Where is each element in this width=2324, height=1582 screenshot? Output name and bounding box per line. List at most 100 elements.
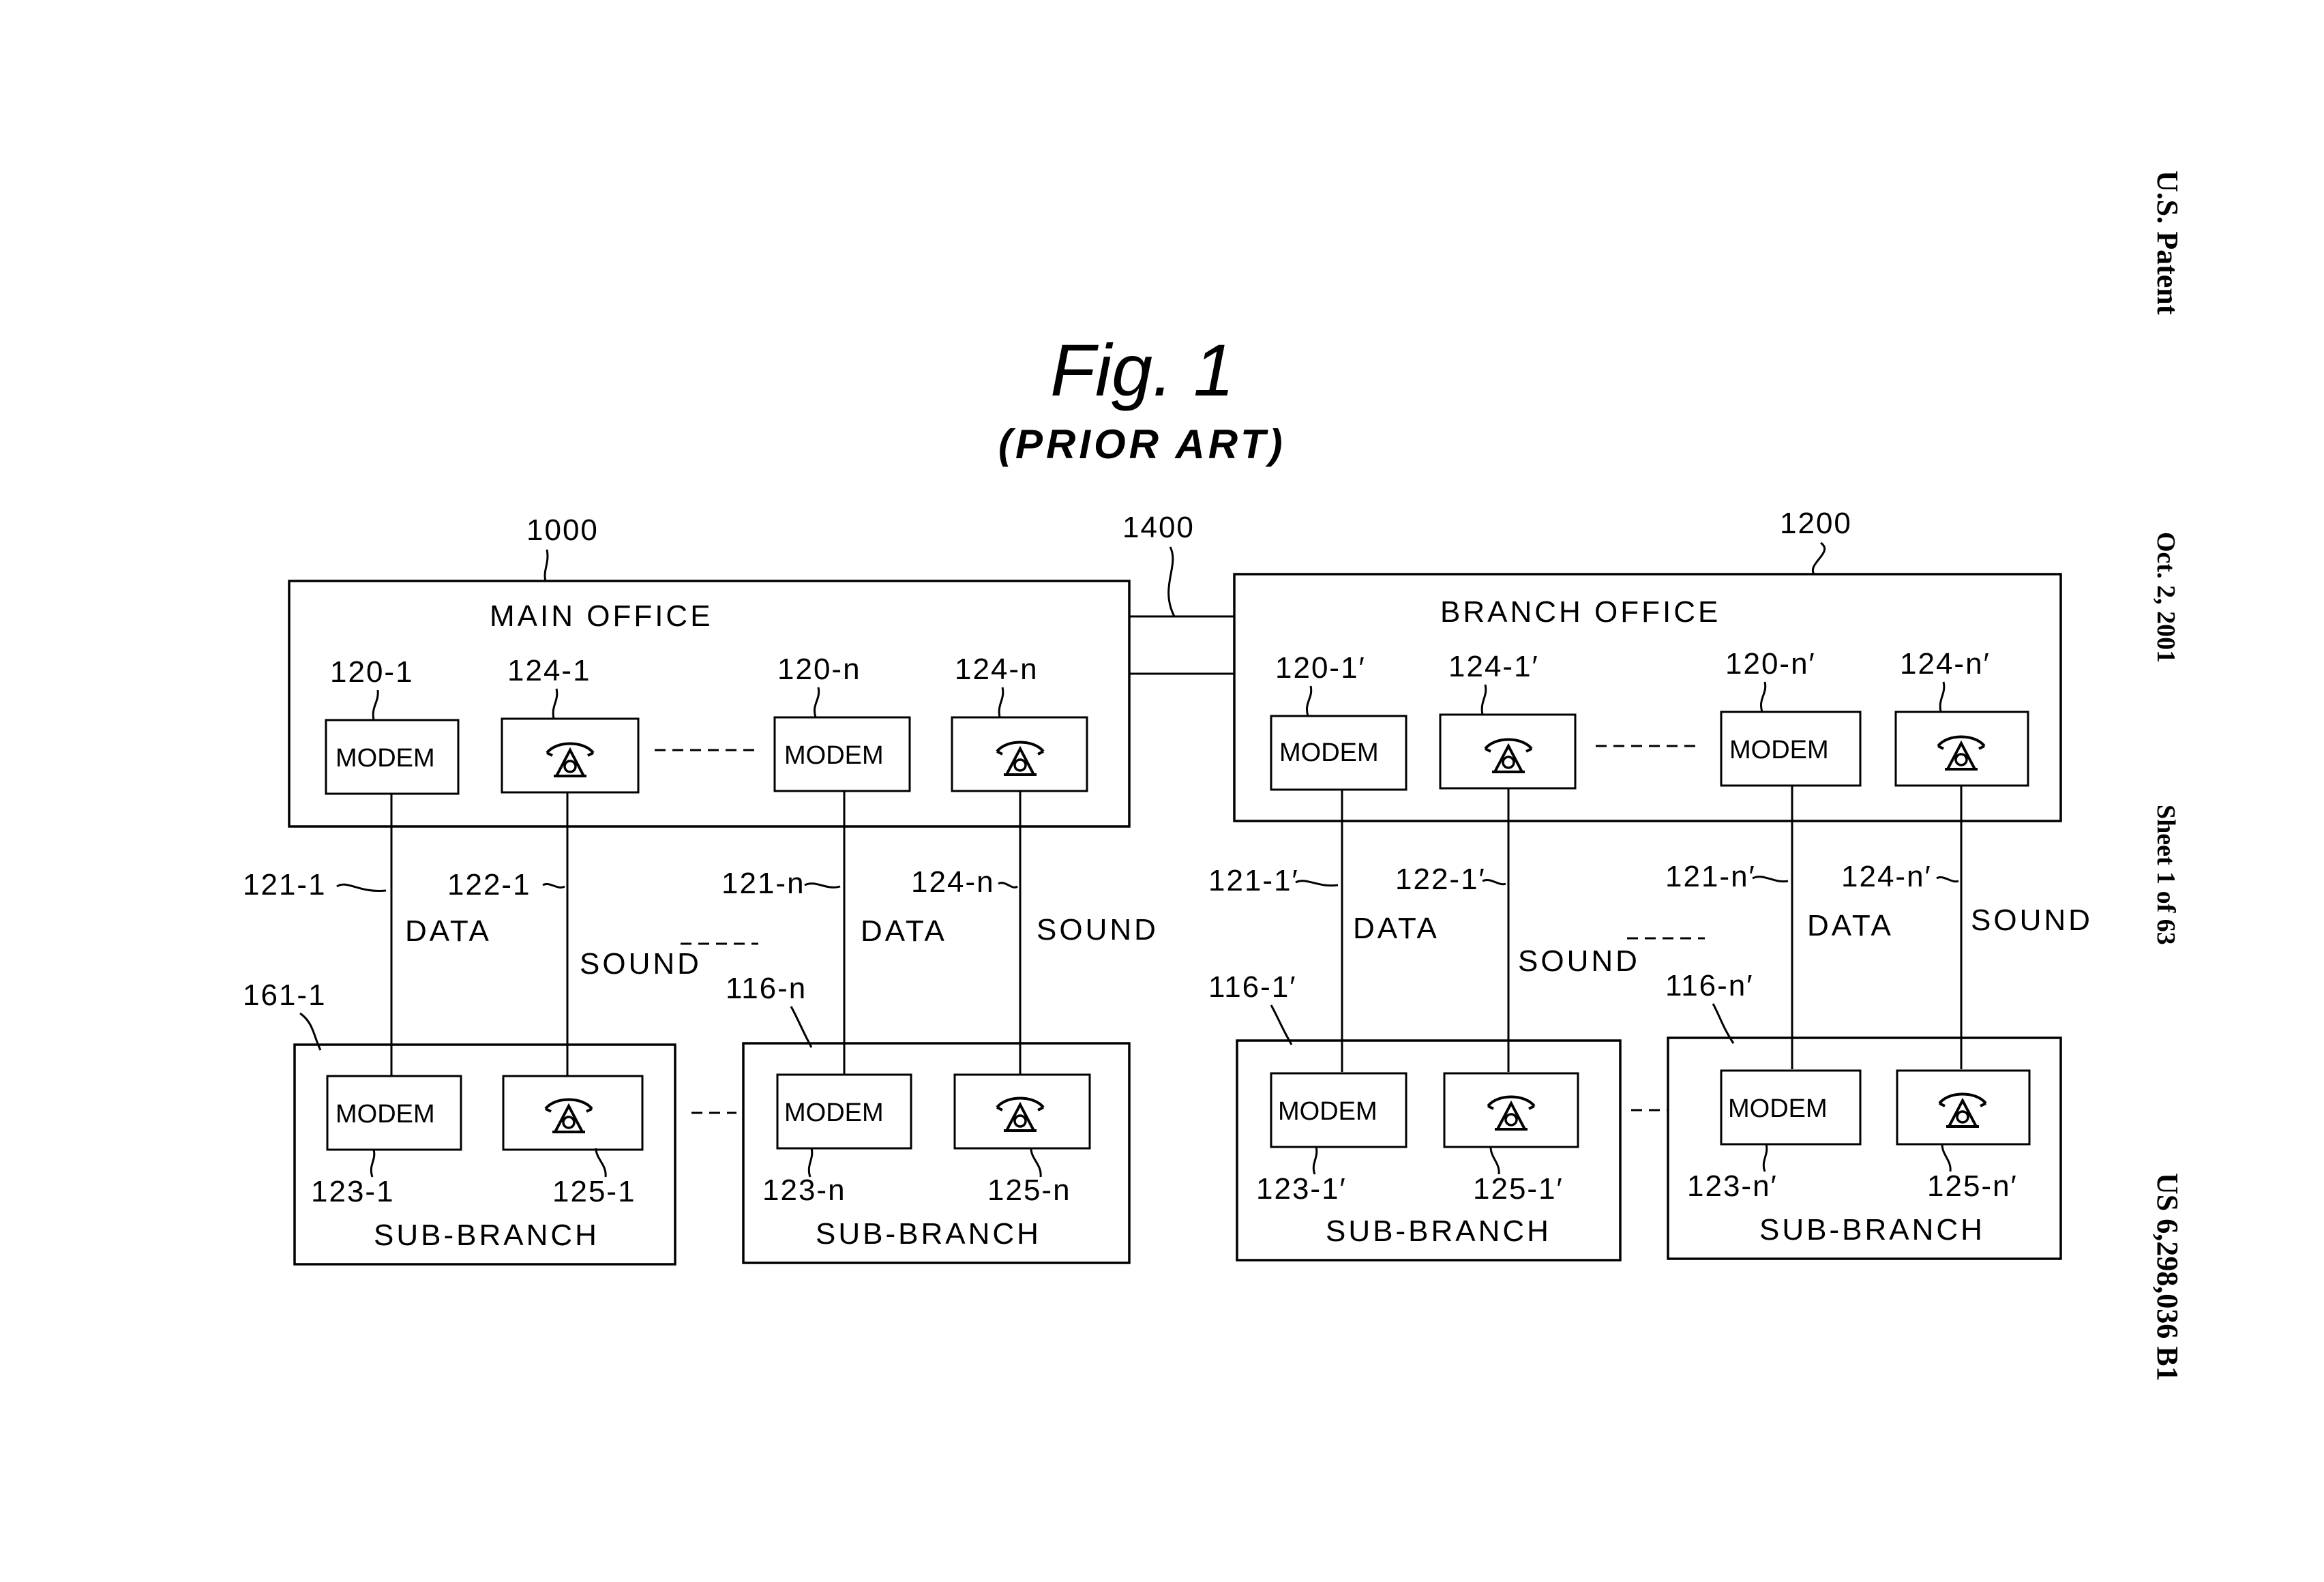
sub-modem-label: MODEM [784,1099,884,1127]
branch-phone-n [1896,712,2028,786]
ref-121-np-line: 121-n′ [1665,860,1756,893]
sub-modem-label: MODEM [1728,1094,1828,1123]
leader-sub-branch-3 [1271,1005,1292,1045]
leader-sub-branch-2 [791,1006,811,1047]
sub-branch-1: 161-1 MODEM 123-1 125-1 SUB-BRANCH [243,979,675,1264]
branch-office-label: BRANCH OFFICE [1440,595,1720,629]
main-office: MAIN OFFICE 1000 120-1 MODEM 124-1 120-n… [289,513,1129,826]
ref-124-n: 124-n [955,653,1039,686]
phone-icon [546,1100,592,1133]
sound-label-4: SOUND [1971,904,2093,937]
leader-124-1 [553,689,557,719]
leader-120-np [1761,682,1765,712]
leader-1200 [1813,543,1824,574]
sub-branch-label: SUB-BRANCH [374,1219,599,1252]
main-modem-1-label: MODEM [336,744,435,773]
main-office-ref: 1000 [526,513,599,547]
sub-phone [955,1075,1090,1148]
main-phone-1 [502,719,638,792]
leader-1400 [1169,547,1174,616]
leader-sub-phone-3 [1491,1147,1499,1174]
ref-121-1: 121-1 [243,868,327,901]
ref-120-np: 120-n′ [1725,647,1816,681]
sound-label-3: SOUND [1518,944,1640,978]
leader-124-np [1940,682,1944,712]
leader-121-np-line [1753,877,1788,882]
leader-124-np-line [1937,877,1958,881]
sub-branch-ref: 116-1′ [1208,970,1297,1004]
sub-branch-2: 116-n MODEM 123-n 125-n SUB-BRANCH [726,972,1129,1263]
leader-122-1p-line [1483,880,1506,884]
ref-122-1: 122-1 [447,868,531,901]
ref-124-np: 124-n′ [1900,647,1991,681]
data-label-4: DATA [1807,909,1894,942]
patent-date: Oct. 2, 2001 [2151,532,2180,663]
branch-office: BRANCH OFFICE 1200 120-1′ MODEM 124-1′ 1… [1234,507,2061,821]
leader-120-1p [1307,686,1311,716]
sub-phone [1897,1071,2029,1144]
phone-icon [1938,737,1984,770]
sub-branch-ref: 116-n [726,972,807,1005]
ref-121-n-line: 121-n [721,867,805,900]
branch-office-ref: 1200 [1780,507,1852,540]
ref-124-n-line: 124-n [911,865,995,899]
leader-120-1 [373,690,378,720]
leader-sub-modem-2 [809,1148,812,1177]
connection-lines: 121-1 122-1 121-n 124-n 121-1′ 122-1′ 12… [243,786,2093,1076]
leader-sub-phone-1 [596,1148,606,1177]
sub-phone-ref: 125-n′ [1927,1169,2018,1203]
leader-sub-modem-4 [1763,1144,1767,1171]
sub-modem-label: MODEM [336,1100,435,1129]
sub-branch-ref: 161-1 [243,979,327,1012]
data-label-3: DATA [1353,912,1440,945]
sub-branch-label: SUB-BRANCH [1326,1214,1551,1248]
sub-branch-3: 116-1′ MODEM 123-1′ 125-1′ SUB-BRANCH [1208,970,1620,1260]
leader-121-1 [337,884,386,891]
leader-124-n-line [998,883,1017,888]
ref-120-1p: 120-1′ [1275,651,1366,685]
ref-124-np-line: 124-n′ [1841,860,1932,893]
phone-icon [997,1099,1043,1131]
ref-124-1: 124-1 [507,654,591,687]
sub-branch-ref: 116-n′ [1665,969,1754,1002]
sub-phone-ref: 125-1 [552,1175,636,1208]
leader-120-n [814,687,818,717]
leader-sub-modem-3 [1313,1147,1317,1174]
ref-120-n: 120-n [777,653,861,686]
ref-120-1: 120-1 [330,655,414,689]
sheet-number: Sheet 1 of 63 [2151,805,2180,945]
main-modem-n-label: MODEM [784,741,884,770]
leader-121-n-line [805,884,840,888]
phone-icon [1485,740,1532,773]
leader-1000 [545,550,548,581]
main-office-label: MAIN OFFICE [490,599,713,633]
sound-label-2: SOUND [1037,913,1159,946]
figure-subtitle: (PRIOR ART) [998,421,1286,467]
sub-phone-ref: 125-n [987,1174,1071,1207]
patent-label: U.S. Patent [2151,170,2184,315]
leader-121-1p-line [1296,881,1338,886]
leader-sub-phone-4 [1942,1144,1950,1171]
sub-modem-ref: 123-1 [311,1175,395,1208]
phone-icon [1939,1094,1986,1127]
leader-124-n [999,687,1003,717]
patent-number: US 6,298,036 B1 [2151,1173,2184,1382]
ref-1400: 1400 [1122,511,1195,544]
sub-modem-ref: 123-n′ [1687,1169,1778,1203]
main-phone-n [952,717,1087,791]
leader-sub-modem-1 [371,1150,374,1177]
branch-modem-1-label: MODEM [1279,738,1379,767]
sub-phone-ref: 125-1′ [1473,1172,1564,1206]
patent-header: U.S. Patent Oct. 2, 2001 Sheet 1 of 63 U… [2151,170,2184,1382]
branch-phone-1 [1440,715,1575,788]
ref-122-1p-line: 122-1′ [1395,863,1486,896]
data-label-2: DATA [861,914,947,948]
figure-title: Fig. 1 [1050,329,1234,411]
phone-icon [997,743,1043,775]
ref-124-1p: 124-1′ [1448,650,1539,683]
data-label-1: DATA [405,914,492,948]
sub-branch-label: SUB-BRANCH [816,1217,1041,1251]
phone-icon [547,744,593,777]
sound-label-1: SOUND [580,947,702,981]
sub-modem-ref: 123-n [762,1174,846,1207]
